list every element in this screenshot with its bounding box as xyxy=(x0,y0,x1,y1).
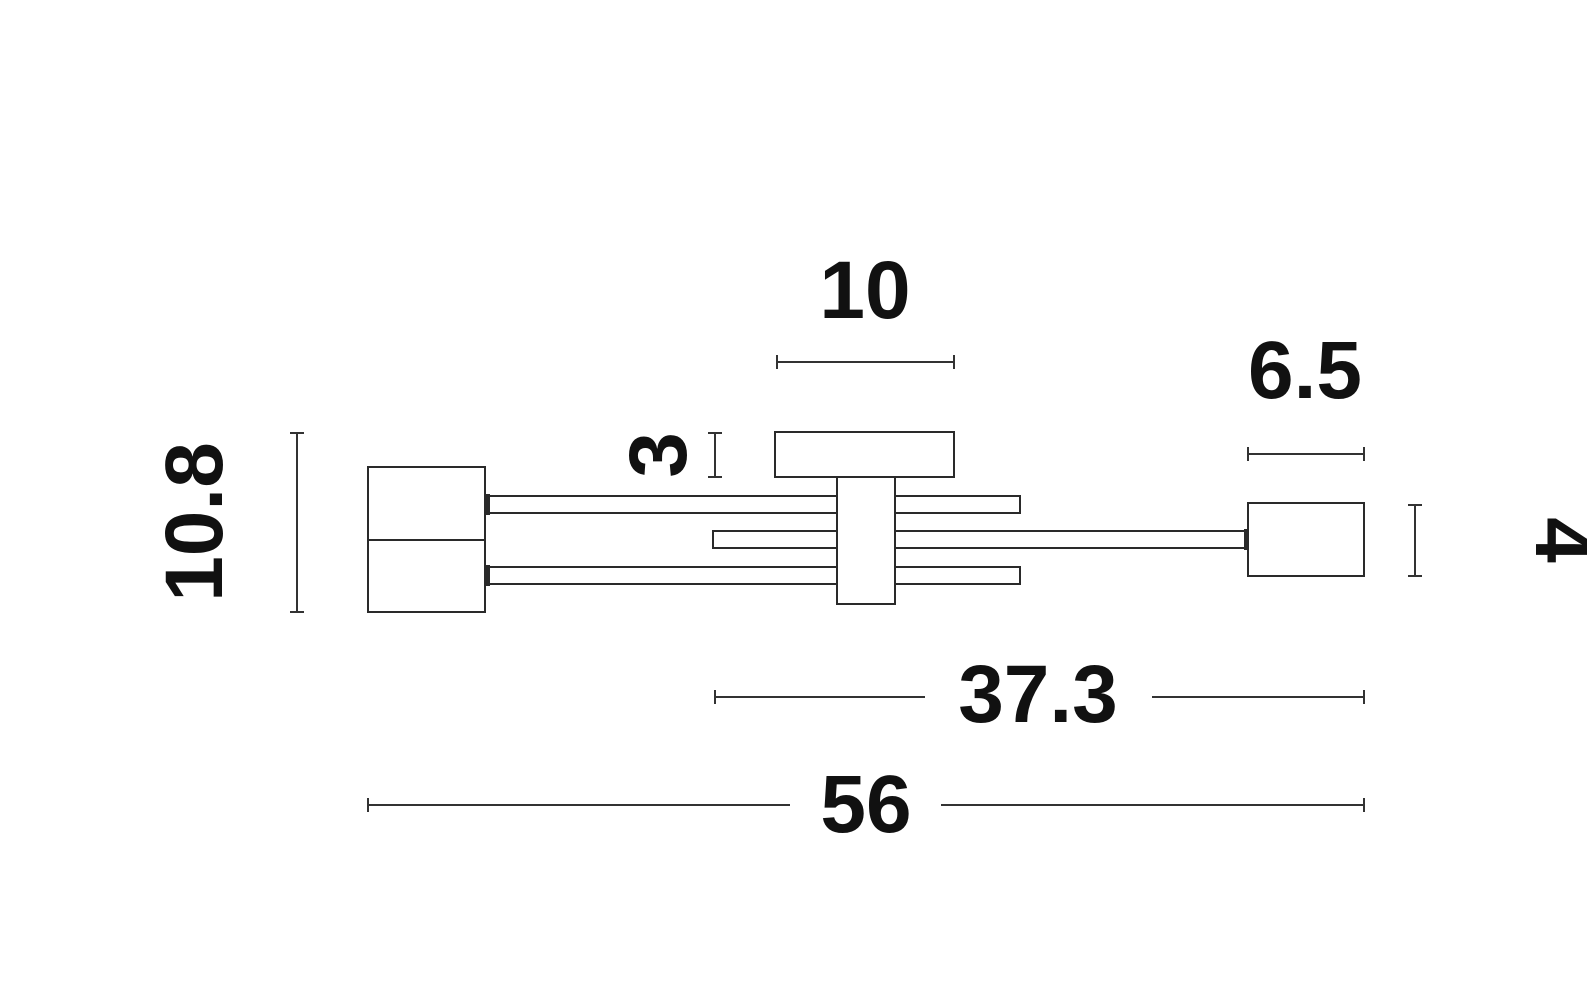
label-shade-height: 4 xyxy=(1518,517,1587,563)
ceiling-canopy xyxy=(774,431,955,478)
middle-arm xyxy=(712,530,1247,549)
label-canopy-width: 10 xyxy=(819,245,910,336)
label-overall-height: 10.8 xyxy=(149,442,240,602)
middle-arm-cap xyxy=(1244,529,1249,550)
upper-arm xyxy=(486,495,1021,514)
central-bracket xyxy=(836,476,896,605)
left-shade-top xyxy=(367,466,486,541)
lamp-body xyxy=(367,431,1365,613)
lower-arm xyxy=(486,566,1021,585)
upper-arm-cap xyxy=(485,494,490,515)
label-shade-width: 6.5 xyxy=(1248,325,1362,416)
lower-arm-cap xyxy=(485,565,490,586)
label-overall-width: 56 xyxy=(820,759,911,850)
label-arm-length: 37.3 xyxy=(958,649,1118,740)
right-shade xyxy=(1247,502,1365,577)
left-shade-bottom xyxy=(367,539,486,613)
label-canopy-height: 3 xyxy=(613,432,704,478)
dimension-lines xyxy=(290,355,1422,812)
